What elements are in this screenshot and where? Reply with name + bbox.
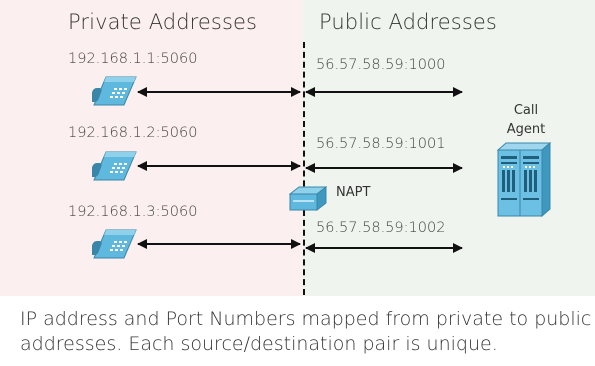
napt-label: NAPT xyxy=(336,185,371,200)
caption-area: IP address and Port Numbers mapped from … xyxy=(0,296,595,366)
public-addresses-title: Public Addresses xyxy=(319,10,497,34)
network-boundary-divider xyxy=(303,42,305,295)
call-agent-server-icon xyxy=(496,142,552,218)
public-address-3: 56.57.58.59:1002 xyxy=(316,220,446,236)
private-address-3: 192.168.1.3:5060 xyxy=(68,204,198,220)
call-agent-label-line2: Agent xyxy=(506,122,546,137)
phone-icon xyxy=(92,76,137,106)
mapping-arrows xyxy=(137,87,463,253)
private-addresses-title: Private Addresses xyxy=(68,10,258,34)
call-agent-label-line1: Call xyxy=(513,103,539,118)
phone-icon xyxy=(92,229,137,259)
public-address-1: 56.57.58.59:1000 xyxy=(316,57,446,73)
private-address-1: 192.168.1.1:5060 xyxy=(68,51,198,67)
napt-router-icon xyxy=(289,186,327,212)
call-agent-label: Call Agent xyxy=(493,101,559,139)
private-address-2: 192.168.1.2:5060 xyxy=(68,125,198,141)
public-address-2: 56.57.58.59:1001 xyxy=(316,136,446,152)
phone-icon xyxy=(92,151,137,181)
caption-text: IP address and Port Numbers mapped from … xyxy=(20,308,592,355)
